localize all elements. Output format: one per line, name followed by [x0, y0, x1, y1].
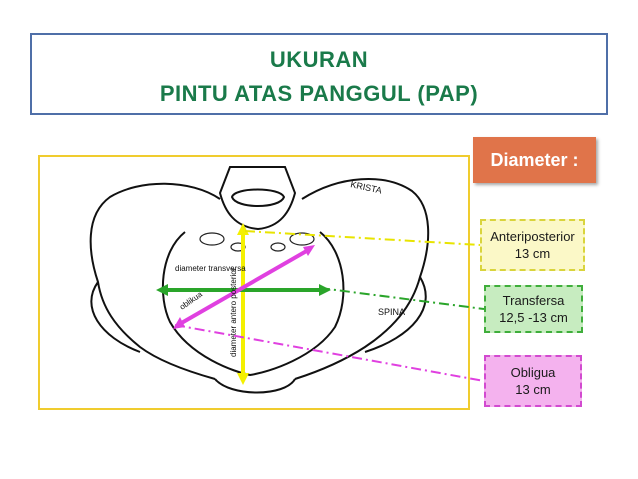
anteroposterior-leader [245, 231, 480, 245]
callout-name: Obligua [511, 364, 556, 381]
callout-name: Anteriposterior [490, 228, 575, 245]
diameter-header: Diameter : [473, 137, 596, 183]
callout-value: 12,5 -13 cm [499, 309, 568, 326]
callout-value: 13 cm [515, 245, 550, 262]
oblique-leader [175, 325, 484, 381]
transverse-callout: Transfersa 12,5 -13 cm [484, 285, 583, 333]
oblique-callout: Obligua 13 cm [484, 355, 582, 407]
anteroposterior-callout: Anteriposterior 13 cm [480, 219, 585, 271]
callout-name: Transfersa [503, 292, 565, 309]
transverse-leader [320, 288, 484, 309]
callout-value: 13 cm [515, 381, 550, 398]
